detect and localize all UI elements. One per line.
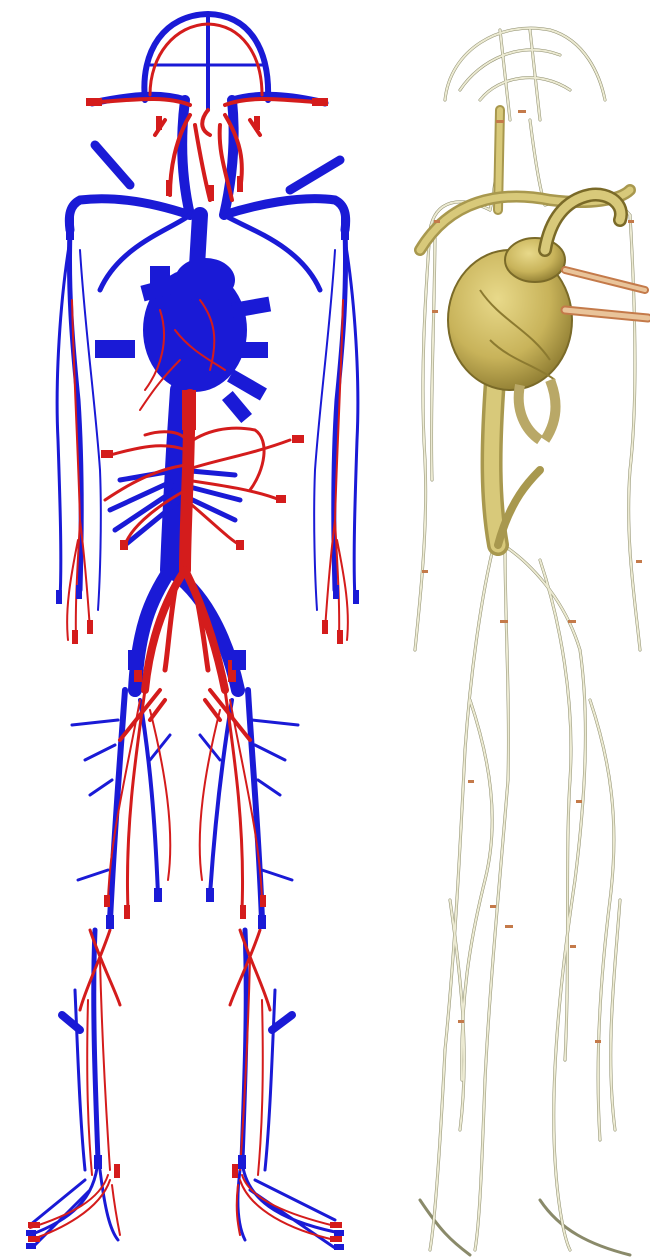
heart-blue-top [175, 258, 235, 302]
pulmonary-stub-4 [238, 342, 268, 358]
rendered-vessel-svg [390, 0, 650, 1258]
pulmonary-stub-6 [222, 391, 252, 423]
shin-right-vein-2 [265, 990, 275, 1170]
thigh-left-vein [110, 690, 125, 920]
schematic-vessel-model [0, 0, 390, 1258]
foot-right-artery [237, 1175, 335, 1240]
shin-left-vein-2 [75, 990, 85, 1170]
pulmonary-stub-2 [95, 340, 135, 358]
veins-network [30, 14, 358, 1248]
rendered-heart [448, 195, 648, 440]
thigh-right-vein-2 [210, 700, 232, 895]
foot-right-vein [238, 1160, 335, 1248]
schematic-vessel-svg [0, 0, 390, 1258]
face-arteries [155, 110, 260, 135]
brachiocephalic-right [224, 215, 320, 290]
foot-left-vein [30, 1160, 118, 1245]
pulmonary-stub-7 [150, 266, 170, 296]
rendered-vessel-model [390, 0, 650, 1258]
shoulder-right-stub [290, 160, 340, 190]
shoulder-left-stub [95, 145, 130, 185]
